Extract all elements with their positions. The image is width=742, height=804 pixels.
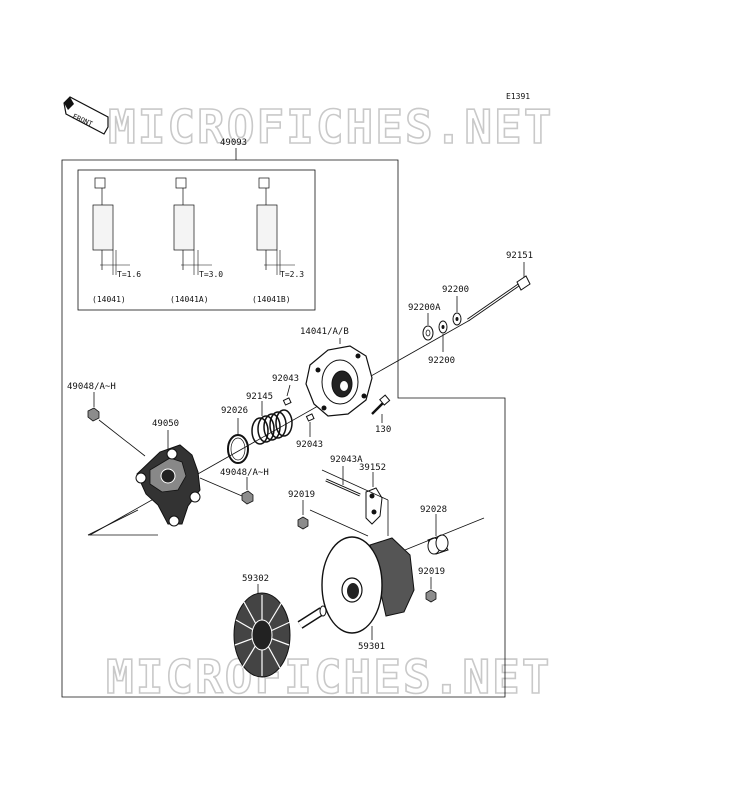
label-92151: 92151 (506, 251, 533, 261)
label-92028: 92028 (420, 505, 447, 515)
label-49093: 49093 (220, 138, 247, 148)
svg-text:MICROFICHES.NET: MICROFICHES.NET (106, 650, 551, 704)
part-39152-weight: 39152 (359, 463, 386, 525)
part-92200-washer: 92200 (442, 285, 469, 326)
label-92043-top: 92043 (272, 374, 299, 384)
svg-text:MICROFICHES.NET: MICROFICHES.NET (108, 100, 553, 154)
spider-variant-3: T=2.3 (14041B) (252, 177, 304, 304)
part-59302-fixed-sheave: 59302 (233, 574, 327, 678)
label-49048-left: 49048/A~H (67, 382, 116, 392)
part-130-bolt: 130 (371, 394, 391, 435)
part-92019-nut-right: 92019 (418, 567, 445, 603)
label-59302: 59302 (242, 574, 269, 584)
variant-1-thickness: T=1.6 (117, 270, 141, 279)
label-39152: 39152 (359, 463, 386, 473)
front-arrow-icon: FRONT (63, 96, 109, 135)
variant-2-thickness: T=3.0 (199, 270, 223, 279)
part-92145-spring: 92145 (246, 392, 293, 445)
part-49048-nut-right: 49048/A~H (199, 468, 269, 505)
label-49050: 49050 (152, 419, 179, 429)
assembly-outline (61, 159, 506, 698)
label-92200-top: 92200 (442, 285, 469, 295)
part-59301-movable-sheave: 59301 (321, 536, 415, 652)
part-92200A-washer: 92200A (408, 303, 441, 341)
spider-variant-2: T=3.0 (14041A) (170, 177, 223, 304)
label-92200A: 92200A (408, 303, 441, 313)
part-92151-bolt: 92151 (467, 251, 533, 322)
label-92026: 92026 (221, 406, 248, 416)
label-49048-right: 49048/A~H (220, 468, 269, 478)
watermark-bottom: MICROFICHES.NET (105, 649, 551, 705)
variant-3-thickness: T=2.3 (280, 270, 304, 279)
watermark-top: MICROFICHES.NET (107, 99, 553, 155)
variant-2-code: (14041A) (170, 295, 209, 304)
part-92028-collar: 92028 (399, 505, 485, 555)
part-92200-washer-2: 92200 (428, 320, 455, 366)
label-92019-right: 92019 (418, 567, 445, 577)
spider-variant-1: T=1.6 (14041) (92, 177, 141, 304)
label-92043-bottom: 92043 (296, 440, 323, 450)
part-92043A-rod: 92043A (325, 455, 363, 497)
label-130: 130 (375, 425, 391, 435)
label-92200-bottom: 92200 (428, 356, 455, 366)
label-92043A: 92043A (330, 455, 363, 465)
part-49048-nut-left: 49048/A~H (67, 382, 146, 457)
variant-3-code: (14041B) (252, 295, 291, 304)
label-59301: 59301 (358, 642, 385, 652)
part-92026-ring: 92026 (221, 406, 249, 464)
part-92043-pin-top: 92043 (272, 374, 299, 406)
label-14041: 14041/A/B (300, 327, 349, 337)
label-92019-left: 92019 (288, 490, 315, 500)
diagram-code: E1391 (506, 92, 530, 101)
part-92043-pin-bottom: 92043 (296, 413, 323, 450)
variant-inset: T=1.6 (14041) T=3.0 (14041A) T=2.3 (1404… (77, 169, 316, 311)
label-92145: 92145 (246, 392, 273, 402)
part-92019-nut: 92019 (288, 490, 315, 530)
part-49050-hub: 49050 (135, 419, 201, 527)
part-14041-spider: 14041/A/B (300, 327, 373, 417)
variant-1-code: (14041) (92, 295, 126, 304)
